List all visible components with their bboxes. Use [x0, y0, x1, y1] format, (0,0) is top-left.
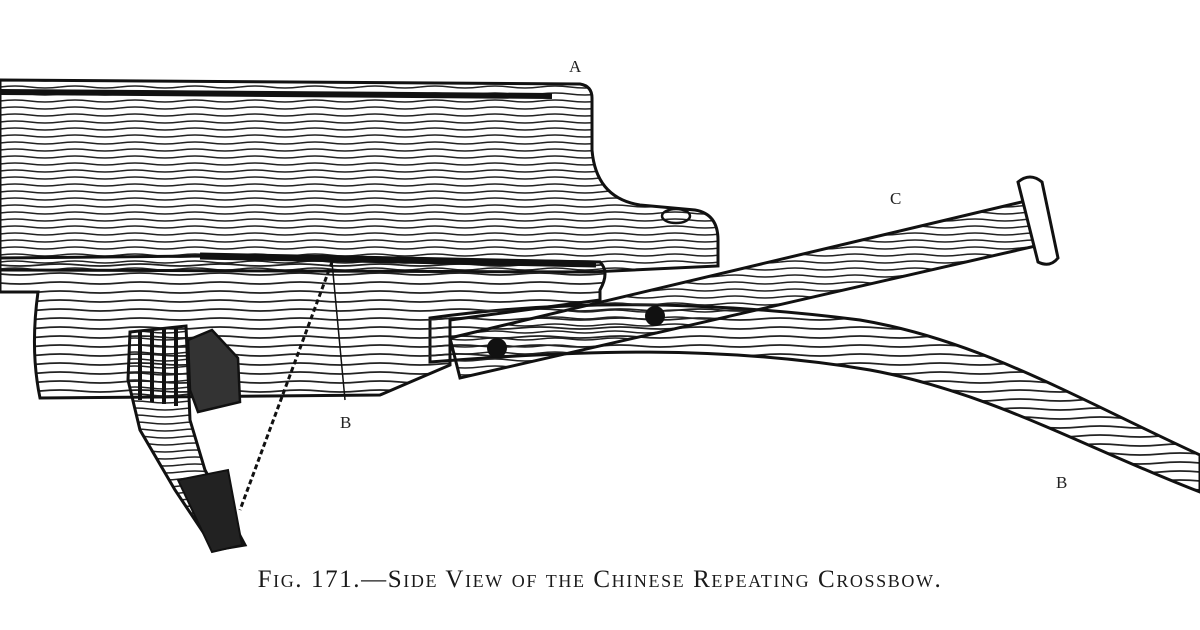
- lever-cap: [1016, 175, 1060, 266]
- bowstring: [238, 261, 334, 511]
- label-c: C: [890, 189, 902, 208]
- magazine-slot: [0, 89, 553, 99]
- magazine: [0, 78, 720, 274]
- figure-caption: Fig. 171.—Side View of the Chinese Repea…: [257, 566, 943, 593]
- label-b-bow: B: [1056, 473, 1068, 492]
- label-b-string: B: [340, 413, 352, 432]
- label-a: A: [569, 57, 582, 76]
